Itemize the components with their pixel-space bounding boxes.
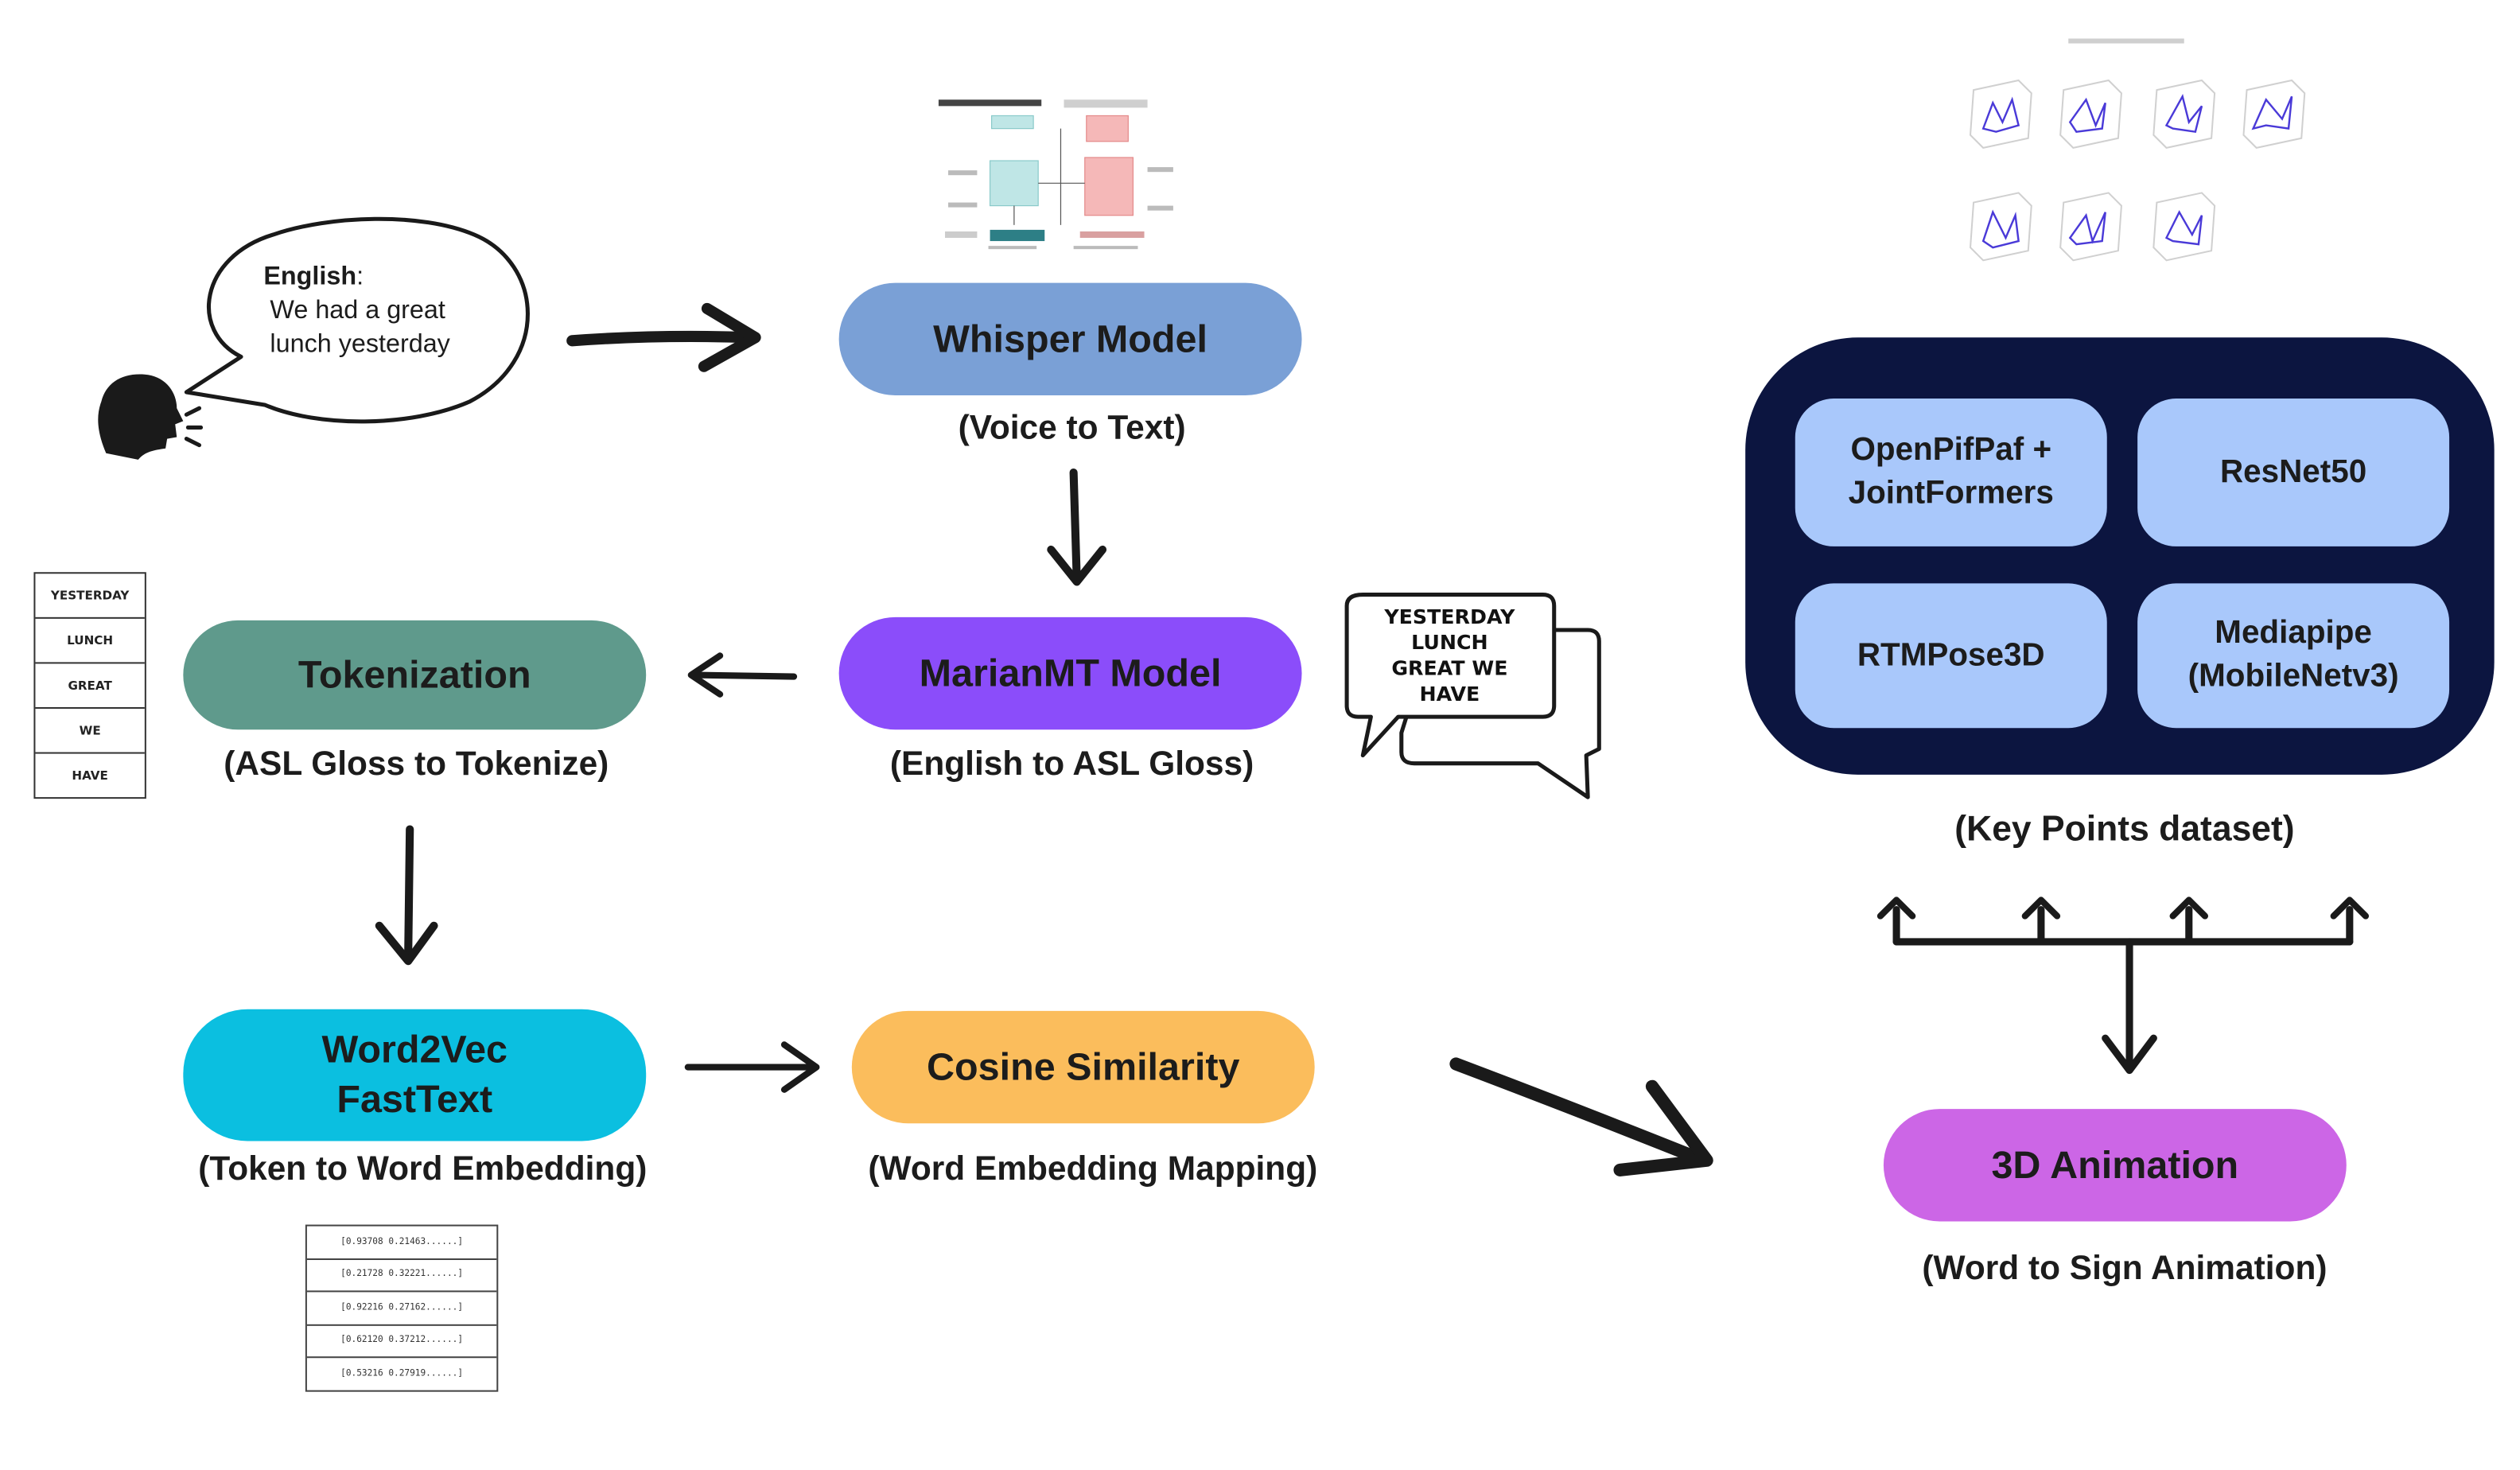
gloss-word: LUNCH: [1411, 629, 1488, 655]
rtmpose3d-cell: RTMPose3D: [1795, 583, 2107, 729]
keypoint-model-line: Mediapipe: [2215, 615, 2372, 651]
whisper-caption: (Voice to Text): [958, 410, 1186, 447]
arrow-speech-to-whisper: [566, 302, 761, 372]
token-cell: YESTERDAY: [35, 574, 145, 619]
resnet50-cell: ResNet50: [2137, 399, 2450, 546]
marianmt-model-node: MarianMT Model: [838, 616, 1302, 730]
embedding-table: [0.93708 0.21463......] [0.21728 0.32221…: [305, 1224, 499, 1391]
arrow-marian-to-tokenization: [687, 652, 798, 698]
embedding-cell: [0.62120 0.37212......]: [306, 1325, 497, 1359]
speaking-head-icon: [98, 374, 204, 460]
gloss-word: YESTERDAY: [1384, 604, 1515, 628]
token-cell: LUNCH: [35, 619, 145, 664]
embedding-cell: [0.93708 0.21463......]: [306, 1227, 497, 1259]
tokenization-label: Tokenization: [298, 653, 531, 697]
3d-keypoint-plots-thumbnail: [1969, 38, 2306, 262]
embedding-cell: [0.21728 0.32221......]: [306, 1259, 497, 1293]
embedding-cell: [0.53216 0.27919......]: [340, 1368, 464, 1379]
gloss-bubble-text: YESTERDAY LUNCH GREAT WE HAVE: [1353, 605, 1546, 707]
arrow-tokenization-to-word2vec: [375, 825, 438, 966]
sequence-to-sequence-diagram-thumbnail: [938, 99, 1173, 250]
speech-bubble: [184, 216, 530, 424]
arrow-word2vec-to-cosine: [684, 1041, 820, 1093]
word2vec-caption: (Token to Word Embedding): [198, 1150, 648, 1188]
fasttext-label: FastText: [336, 1078, 493, 1122]
arrow-whisper-to-marian: [1047, 468, 1107, 586]
token-cell: WE: [35, 709, 145, 754]
keypoint-model-line: OpenPifPaf +: [1850, 432, 2052, 468]
arrow-cosine-to-animation: [1449, 1057, 1713, 1176]
word2vec-fasttext-node: Word2Vec FastText: [183, 1009, 647, 1141]
whisper-model-label: Whisper Model: [933, 317, 1208, 361]
cosine-similarity-node: Cosine Similarity: [851, 1010, 1315, 1124]
keypoint-model-line: ResNet50: [2219, 453, 2367, 490]
tokenization-node: Tokenization: [183, 620, 647, 730]
gloss-word: GREAT WE: [1391, 655, 1508, 680]
speech-bubble-text: English: We had a great lunch yesterday: [263, 260, 504, 361]
marianmt-caption: (English to ASL Gloss): [889, 745, 1254, 783]
keypoint-model-line: JointFormers: [1848, 476, 2054, 511]
word2vec-label: Word2Vec: [321, 1029, 508, 1072]
whisper-model-node: Whisper Model: [838, 282, 1302, 396]
3d-animation-node: 3D Animation: [1883, 1109, 2347, 1222]
keypoints-caption: (Key Points dataset): [1954, 808, 2295, 849]
keypoint-model-line: (MobileNetv3): [2188, 659, 2399, 694]
mediapipe-cell: Mediapipe (MobileNetv3): [2137, 583, 2450, 729]
token-table: YESTERDAY LUNCH GREAT WE HAVE: [33, 572, 146, 799]
cosine-caption: (Word Embedding Mapping): [868, 1150, 1318, 1188]
keypoint-model-line: RTMPose3D: [1857, 637, 2045, 673]
token-cell: GREAT: [35, 663, 145, 709]
cosine-similarity-label: Cosine Similarity: [927, 1045, 1240, 1089]
speech-language-label: English: [263, 263, 357, 291]
3d-animation-label: 3D Animation: [1991, 1143, 2239, 1188]
token-cell: HAVE: [72, 768, 108, 783]
speech-sentence: We had a great lunch yesterday: [270, 297, 450, 359]
gloss-chat-bubbles-icon: [1344, 593, 1601, 799]
embedding-cell: [0.92216 0.27162......]: [306, 1292, 497, 1325]
openpifpaf-jointformers-cell: OpenPifPaf + JointFormers: [1795, 399, 2107, 546]
tokenization-caption: (ASL Gloss to Tokenize): [224, 745, 609, 783]
marianmt-model-label: MarianMT Model: [919, 651, 1222, 695]
3d-animation-caption: (Word to Sign Animation): [1922, 1250, 2328, 1288]
arrow-keypoints-to-animation: [1876, 896, 2370, 1075]
gloss-word: HAVE: [1419, 681, 1480, 706]
